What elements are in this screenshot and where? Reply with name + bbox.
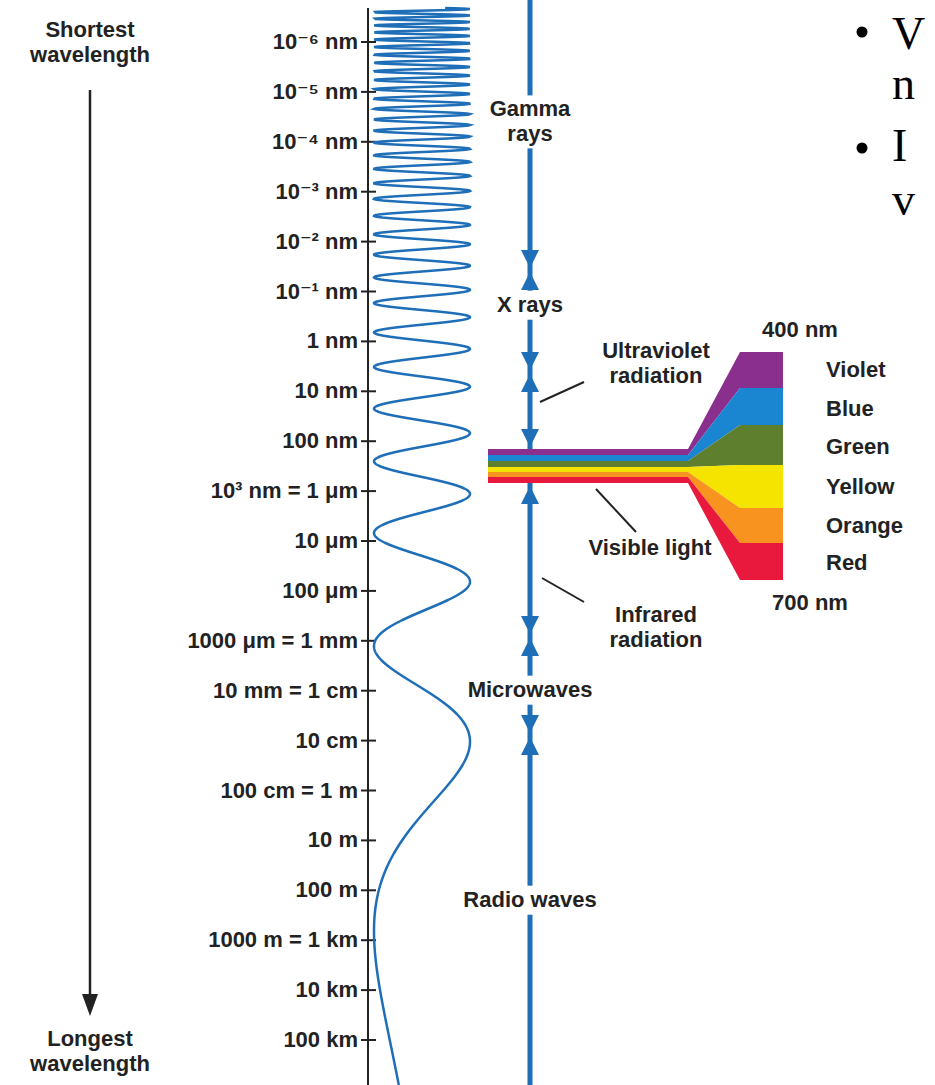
slide-text-fragment: V bbox=[892, 8, 925, 60]
tick-label: 100 μm bbox=[282, 579, 358, 604]
end-caption: Shortest wavelength bbox=[25, 18, 155, 67]
band-label: Microwaves bbox=[468, 676, 593, 705]
slide-text-fragment: I bbox=[892, 120, 907, 172]
tick-label: 10⁻³ nm bbox=[275, 179, 358, 204]
color-name: Yellow bbox=[826, 475, 894, 500]
tick-label: 100 nm bbox=[282, 429, 358, 454]
band-label: Radio waves bbox=[463, 886, 596, 915]
tick-label: 10⁻⁵ nm bbox=[272, 80, 358, 105]
end-caption: Longest wavelength bbox=[25, 1027, 155, 1076]
band-label: Infrared radiation bbox=[596, 603, 716, 652]
slide-text-fragment: v bbox=[892, 174, 915, 226]
wave-curve bbox=[374, 8, 470, 1085]
slide-text-fragment: n bbox=[892, 58, 915, 110]
tick-label: 100 cm = 1 m bbox=[220, 778, 358, 803]
wavelength-limit: 400 nm bbox=[762, 318, 838, 343]
tick-label: 1000 μm = 1 mm bbox=[187, 628, 358, 653]
tick-label: 10³ nm = 1 μm bbox=[211, 479, 358, 504]
tick-label: 10⁻¹ nm bbox=[275, 279, 358, 304]
band-axis bbox=[528, 0, 533, 1085]
bullet bbox=[857, 143, 868, 154]
tick-label: 100 km bbox=[283, 1028, 358, 1053]
tick-label: 1000 m = 1 km bbox=[208, 928, 358, 953]
tick-label: 10 m bbox=[308, 828, 358, 853]
tick-label: 10⁻² nm bbox=[275, 229, 358, 254]
color-name: Blue bbox=[826, 397, 874, 422]
band-label: Ultraviolet radiation bbox=[590, 339, 722, 388]
arrow-head bbox=[82, 994, 98, 1016]
tick-label: 1 nm bbox=[307, 329, 358, 354]
band-label: X rays bbox=[497, 291, 563, 320]
color-name: Violet bbox=[826, 358, 886, 383]
tick-label: 10 nm bbox=[294, 379, 358, 404]
tick-label: 10⁻⁴ nm bbox=[272, 129, 358, 154]
axis-ticks bbox=[361, 42, 376, 1040]
color-name: Red bbox=[826, 551, 868, 576]
tick-label: 10 cm bbox=[296, 728, 358, 753]
visible-band bbox=[488, 449, 688, 483]
direction-arrow bbox=[89, 90, 92, 998]
wavelength-axis bbox=[367, 8, 369, 1085]
tick-label: 10 mm = 1 cm bbox=[213, 678, 358, 703]
tick-label: 100 m bbox=[296, 878, 358, 903]
tick-label: 10⁻⁶ nm bbox=[273, 30, 358, 55]
color-name: Orange bbox=[826, 514, 903, 539]
color-name: Green bbox=[826, 435, 890, 460]
tick-label: 10 μm bbox=[294, 529, 358, 554]
tick-label: 10 km bbox=[296, 978, 358, 1003]
band-label: Gamma rays bbox=[484, 95, 576, 148]
bullet bbox=[857, 27, 868, 38]
wavelength-limit: 700 nm bbox=[772, 591, 848, 616]
band-label: Visible light bbox=[588, 536, 711, 561]
leader-lines bbox=[540, 382, 636, 602]
